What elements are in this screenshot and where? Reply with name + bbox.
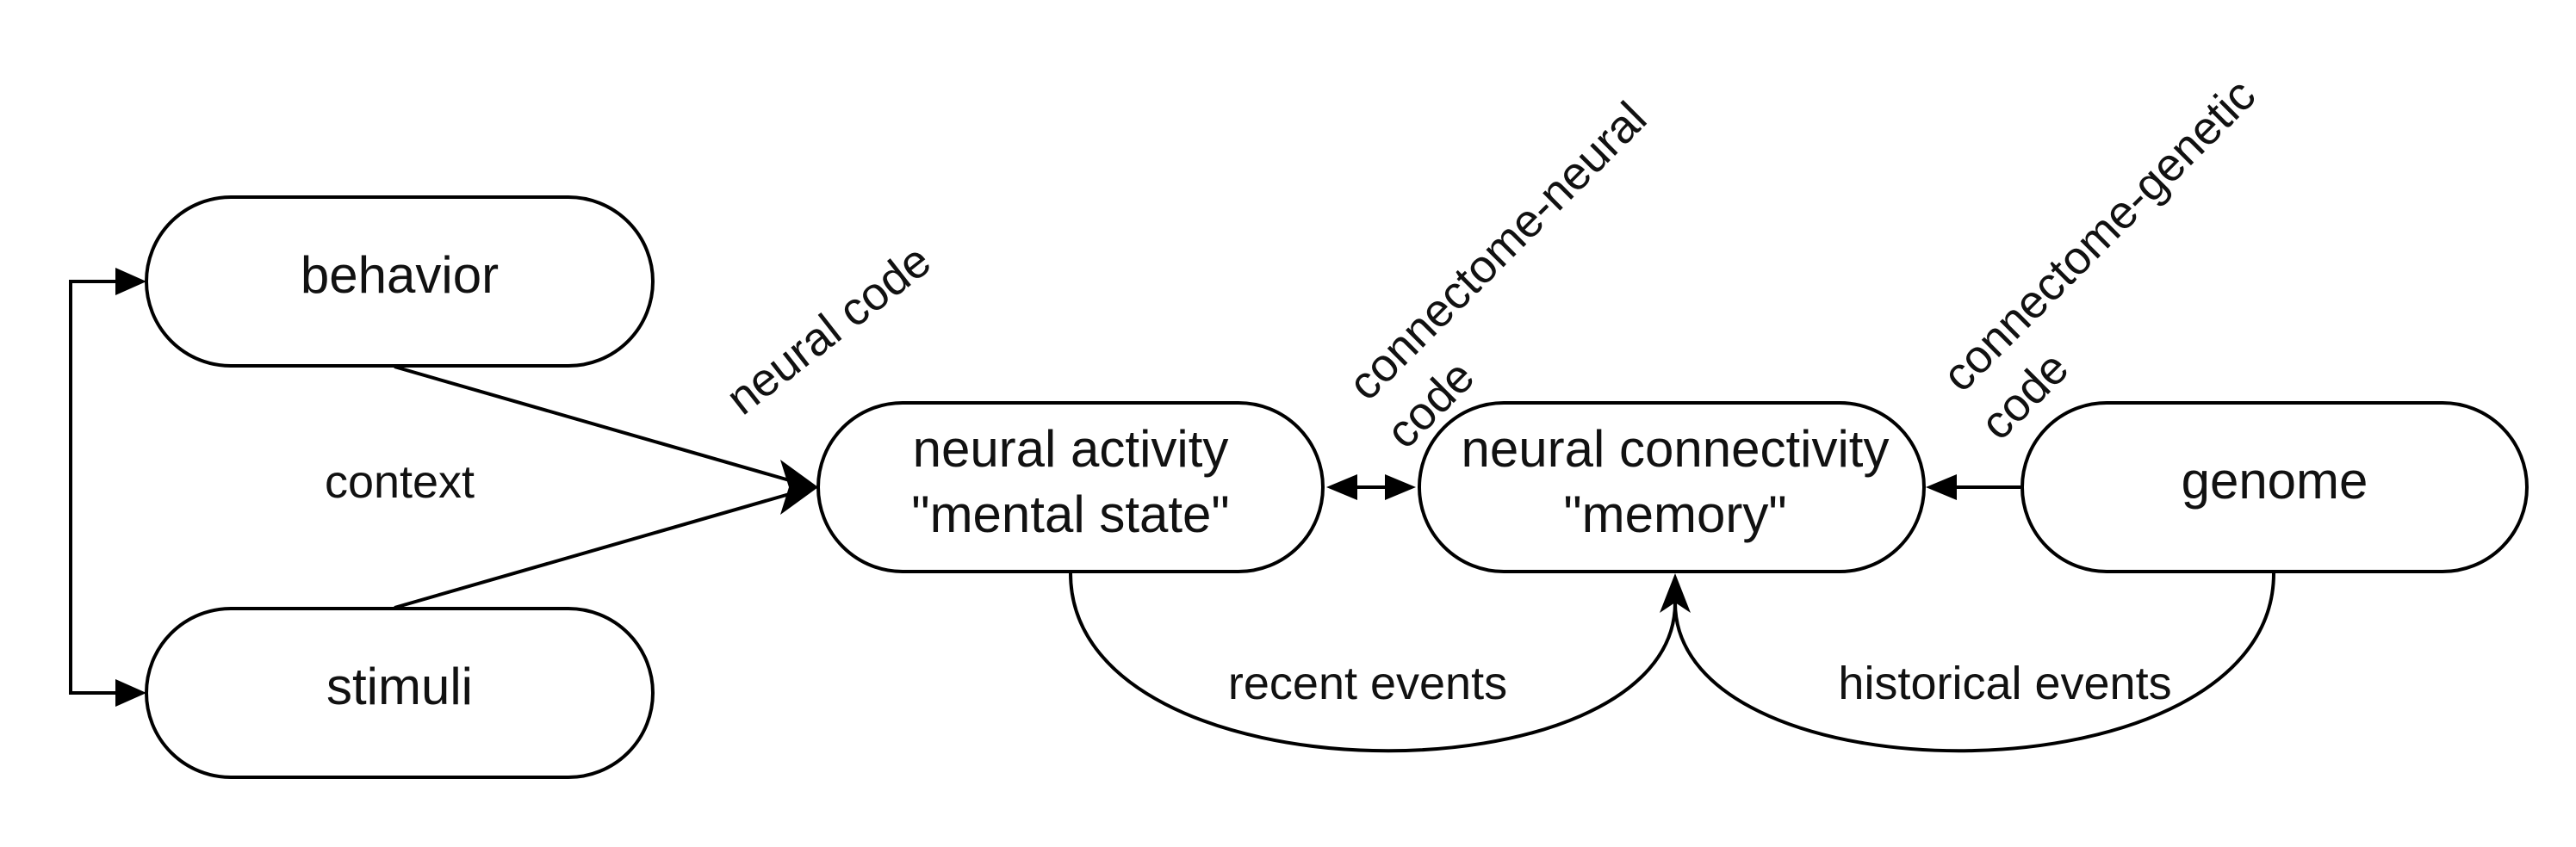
arrowhead-to-neural-connectivity-left bbox=[1385, 474, 1416, 500]
neural-connectivity-label-line2: "memory" bbox=[1563, 485, 1786, 543]
recent-events-label: recent events bbox=[1228, 658, 1507, 709]
behavior-label: behavior bbox=[301, 246, 499, 304]
edge-historical-events-loop bbox=[1673, 572, 2275, 753]
node-stimuli bbox=[145, 607, 655, 779]
genome-label: genome bbox=[2182, 452, 2368, 510]
arrowhead-to-neural-connectivity-right bbox=[1926, 474, 1957, 500]
connectome-genetic-label-line1: connectome-genetic bbox=[1933, 69, 2265, 401]
edge-recent-events-loop bbox=[1069, 572, 1677, 753]
node-neural-connectivity bbox=[1418, 401, 1926, 573]
behavior-stimuli-bracket bbox=[69, 280, 121, 695]
neural-activity-label-line2: "mental state" bbox=[911, 485, 1229, 543]
arrowhead-to-neural-activity-left bbox=[1326, 474, 1357, 500]
arrowhead-to-neural-activity bbox=[780, 460, 818, 515]
neural-code-label: neural code bbox=[717, 234, 940, 424]
neural-connectivity-label-line1: neural connectivity bbox=[1462, 420, 1890, 478]
node-behavior bbox=[145, 195, 655, 368]
edge-stimuli-to-neural-activity bbox=[394, 492, 793, 609]
historical-events-label: historical events bbox=[1838, 658, 2171, 709]
node-neural-activity bbox=[816, 401, 1325, 573]
arrowhead-to-behavior bbox=[115, 268, 146, 295]
arrowhead-to-neural-connectivity-bottom bbox=[1660, 573, 1691, 613]
context-label: context bbox=[325, 456, 475, 508]
connectome-neural-label-line1: connectome-neural bbox=[1338, 92, 1656, 410]
arrowhead-to-stimuli bbox=[115, 679, 146, 707]
node-genome bbox=[2020, 401, 2529, 573]
stimuli-label: stimuli bbox=[326, 658, 473, 715]
edge-behavior-to-neural-activity bbox=[394, 365, 793, 483]
neural-activity-label-line1: neural activity bbox=[913, 420, 1229, 478]
